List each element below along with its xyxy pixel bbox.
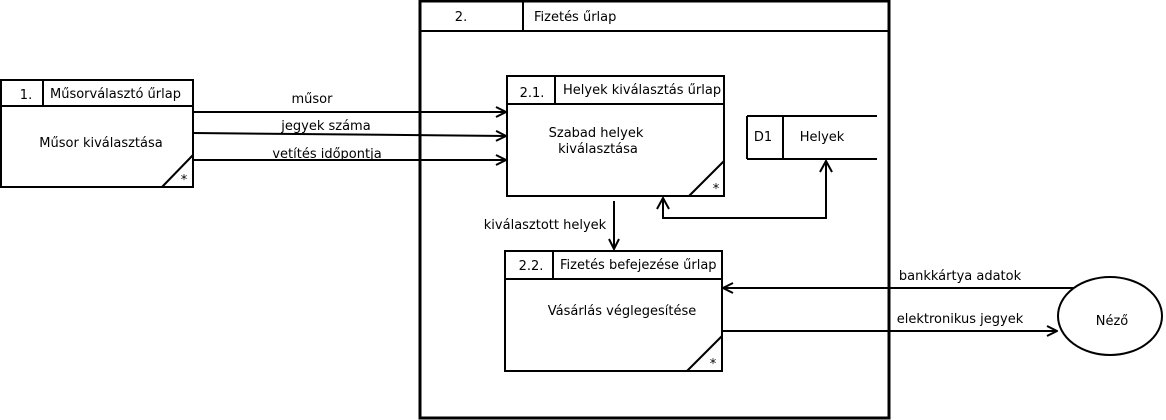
flow-bankkartya-adatok[interactable]: bankkártya adatok — [723, 269, 1074, 288]
flow-vetites-idopontja[interactable]: vetítés időpontja — [193, 147, 506, 162]
process-2-2-title: Fizetés befejezése űrlap — [560, 258, 717, 273]
flow-vetites-idopontja-label: vetítés időpontja — [272, 147, 381, 162]
process-1-title: Műsorválasztó űrlap — [50, 87, 181, 102]
outer-process-id: 2. — [455, 10, 467, 25]
process-1-marker: * — [181, 173, 188, 188]
flow-musor-label: műsor — [292, 92, 334, 107]
flow-bankkartya-adatok-label: bankkártya adatok — [899, 269, 1022, 284]
flow-elektronikus-jegyek-label: elektronikus jegyek — [897, 312, 1024, 327]
outer-process-title: Fizetés űrlap — [534, 10, 616, 25]
process-1-id: 1. — [20, 88, 32, 103]
data-store-id: D1 — [754, 130, 772, 145]
flow-elektronikus-jegyek[interactable]: elektronikus jegyek — [722, 312, 1057, 331]
flow-jegyek-szama-arrow — [192, 133, 506, 136]
process-2-1-marker: * — [713, 182, 720, 197]
process-1-frame — [0, 79, 194, 188]
process-2-1-title: Helyek kiválasztás űrlap — [563, 83, 721, 98]
external-entity-nezo[interactable]: Néző — [1057, 276, 1163, 356]
process-2-2-body: Vásárlás véglegesítése — [548, 304, 696, 319]
process-2-2[interactable]: 2.2. Fizetés befejezése űrlap Vásárlás v… — [504, 250, 723, 372]
data-store-bg — [747, 116, 877, 159]
flow-kivalasztott-helyek-label: kiválasztott helyek — [484, 218, 607, 233]
process-2-1-body-line-2: kiválasztása — [558, 142, 638, 157]
flow-helyek-store-arrowhead-right — [819, 158, 833, 173]
process-2-1[interactable]: 2.1. Helyek kiválasztás űrlap Szabad hel… — [506, 75, 725, 197]
process-2-2-frame — [504, 250, 723, 372]
external-entity-ellipse — [1057, 276, 1163, 356]
process-2-2-id: 2.2. — [519, 259, 544, 274]
process-2-1-id: 2.1. — [520, 86, 545, 101]
flow-jegyek-szama-label: jegyek száma — [280, 119, 370, 134]
process-1-body: Műsor kiválasztása — [39, 136, 162, 151]
flow-musor[interactable]: műsor — [193, 92, 506, 112]
flow-kivalasztott-helyek[interactable]: kiválasztott helyek — [484, 201, 614, 249]
flow-helyek-store[interactable] — [656, 158, 833, 219]
process-1-corner-line — [161, 154, 194, 188]
process-2-2-corner-line — [686, 335, 723, 372]
flow-jegyek-szama[interactable]: jegyek száma — [192, 119, 506, 136]
process-2-1-body-line-1: Szabad helyek — [549, 126, 644, 141]
external-entity-name: Néző — [1096, 314, 1129, 329]
flow-helyek-store-arrowhead-left — [656, 195, 670, 210]
process-2-1-corner-line — [688, 160, 725, 197]
flow-helyek-store-path — [662, 161, 827, 219]
data-store-d1[interactable]: D1 Helyek — [746, 115, 877, 160]
process-2-2-marker: * — [710, 357, 717, 372]
process-1[interactable]: 1. Műsorválasztó űrlap Műsor kiválasztás… — [0, 79, 194, 188]
data-store-name: Helyek — [800, 130, 845, 145]
